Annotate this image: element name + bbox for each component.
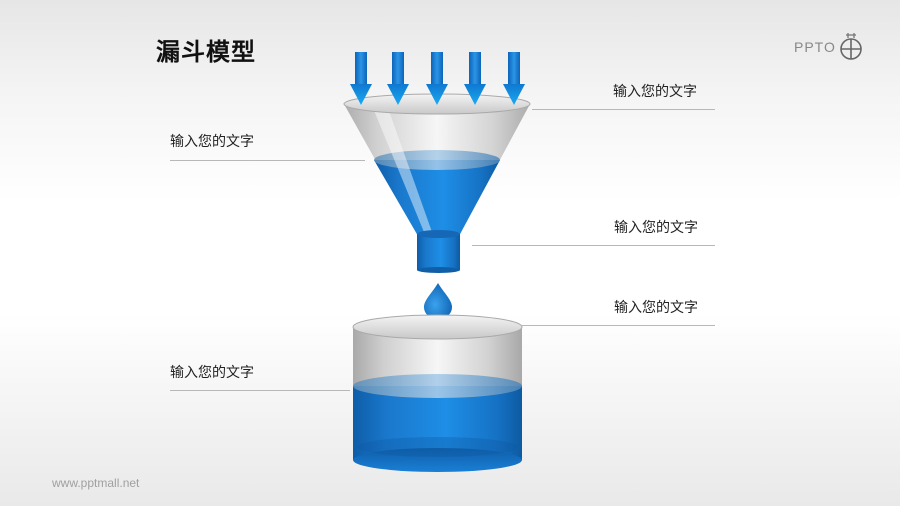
- label-right-top: 输入您的文字: [613, 84, 697, 100]
- rule-right-middle: [472, 245, 715, 246]
- label-left-upper: 输入您的文字: [170, 134, 254, 150]
- label-left-lower: 输入您的文字: [170, 365, 254, 381]
- arrow-down-icon: [426, 52, 448, 105]
- funnel-spout: [417, 234, 460, 270]
- input-arrows: [350, 52, 525, 105]
- beaker: [352, 314, 523, 472]
- arrow-down-icon: [387, 52, 409, 105]
- beaker-water-surface: [353, 374, 522, 398]
- funnel-liquid-surface: [374, 150, 500, 170]
- funnel-liquid: [374, 160, 500, 236]
- label-right-middle: 输入您的文字: [614, 220, 698, 236]
- footer-url: www.pptmall.net: [52, 476, 140, 490]
- water-drop-icon: [424, 283, 452, 319]
- arrow-down-icon: [350, 52, 372, 105]
- rule-left-lower: [170, 390, 350, 391]
- beaker-water: [353, 386, 522, 460]
- rule-right-top: [532, 109, 715, 110]
- arrow-down-icon: [464, 52, 486, 105]
- logo-text: PPTO: [794, 39, 836, 55]
- label-right-lower: 输入您的文字: [614, 300, 698, 316]
- arrow-down-icon: [503, 52, 525, 105]
- rule-right-lower: [522, 325, 715, 326]
- logo-circle-cross-icon: [840, 33, 862, 60]
- funnel: [343, 93, 531, 273]
- slide-title: 漏斗模型: [156, 38, 256, 66]
- rule-left-upper: [170, 160, 365, 161]
- brand-logo: PPTO: [794, 32, 864, 62]
- beaker-rim: [352, 314, 523, 340]
